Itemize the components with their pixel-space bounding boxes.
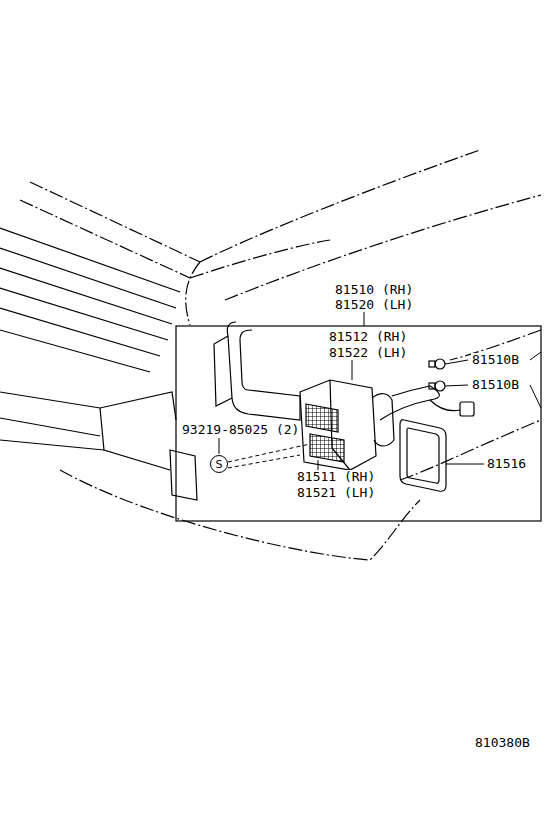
socket-wire xyxy=(392,386,430,396)
body-outline xyxy=(186,262,200,325)
part-number: 81511 (RH) xyxy=(296,470,376,484)
socket-wire xyxy=(430,400,460,411)
part-number: 81521 (LH) xyxy=(296,486,376,500)
part-number: 93219-85025 (2) xyxy=(181,423,300,437)
lamp-socket xyxy=(372,394,394,446)
body-outline xyxy=(200,150,480,262)
grille-slat xyxy=(0,330,150,372)
symbol-circle: S xyxy=(210,455,228,473)
figure-number: 810380B xyxy=(474,736,531,750)
wire-connector xyxy=(460,402,474,416)
grille-slat xyxy=(0,248,176,308)
bumper xyxy=(0,440,104,450)
part-number: 81520 (LH) xyxy=(334,298,414,312)
part-number: 81512 (RH) xyxy=(328,330,408,344)
bumper-slot xyxy=(170,450,197,500)
bumper xyxy=(0,418,100,436)
grille-slat xyxy=(0,288,168,340)
body-outline xyxy=(190,240,330,278)
leader-lines xyxy=(219,312,541,470)
bulb xyxy=(435,381,445,391)
headlamp-opening xyxy=(227,322,300,420)
part-number: 81510 (RH) xyxy=(334,283,414,297)
bulb xyxy=(435,359,445,369)
grille-slat xyxy=(0,228,180,292)
lamp-lens xyxy=(310,434,344,462)
body-outline xyxy=(225,195,541,300)
body-outline xyxy=(30,182,200,262)
part-number: 81510B xyxy=(471,353,520,367)
fender-outline xyxy=(60,470,420,560)
symbol-letter: S xyxy=(216,459,223,470)
part-number: 81516 xyxy=(486,457,527,471)
lamp-lens xyxy=(306,404,338,432)
part-number: 81522 (LH) xyxy=(328,346,408,360)
fender-outline xyxy=(400,420,541,480)
group-frame xyxy=(176,326,541,521)
gasket xyxy=(407,428,439,483)
grille-slat xyxy=(0,308,160,356)
bumper xyxy=(0,392,176,420)
socket-wire xyxy=(380,400,430,420)
body-outline xyxy=(20,200,190,278)
part-number: 81510B xyxy=(471,378,520,392)
bulb-base xyxy=(429,383,435,389)
gasket xyxy=(400,420,446,492)
lamp-housing xyxy=(300,380,376,470)
bumper xyxy=(100,408,170,470)
bulb-base xyxy=(429,361,435,367)
headlamp-opening xyxy=(214,336,232,406)
